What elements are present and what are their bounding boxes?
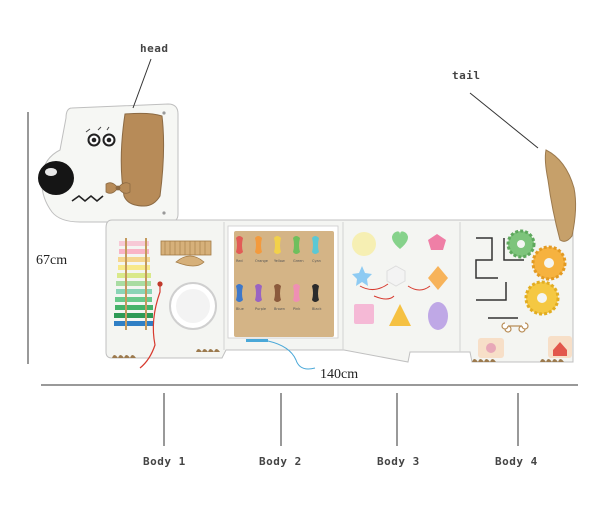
color-label: Brown <box>274 307 285 311</box>
tail-pointer <box>469 92 539 149</box>
body-2-label: Body 2 <box>259 455 302 468</box>
panel-body-1 <box>114 238 217 369</box>
dog-tail <box>544 149 577 242</box>
dog-mouth <box>71 194 104 203</box>
color-label: Red <box>236 259 243 263</box>
color-label: Blue <box>236 307 244 311</box>
body-1-label: Body 1 <box>143 455 186 468</box>
panel-body-3 <box>352 231 448 330</box>
color-slots-bottom <box>236 284 319 302</box>
height-label: 67cm <box>36 253 68 268</box>
bone-slider <box>501 322 529 333</box>
dog-ear <box>120 112 165 207</box>
tail-label: tail <box>452 69 481 82</box>
color-label: Green <box>293 259 304 263</box>
dog-nose <box>38 161 74 195</box>
color-names-bottom: Blue Purple Brown Pink Black <box>236 307 322 311</box>
color-label: Yellow <box>274 259 285 263</box>
annotation-lines <box>27 58 578 446</box>
body-4-label: Body 4 <box>495 455 538 468</box>
color-label: Cyan <box>312 259 321 263</box>
head-label: head <box>140 42 169 55</box>
width-label: 140cm <box>320 367 359 382</box>
panel-body-2: Red Orange Yellow Green Cyan Blue Purple… <box>227 225 339 370</box>
body-3-label: Body 3 <box>377 455 420 468</box>
dog-head <box>38 103 179 223</box>
color-label: Purple <box>255 307 266 311</box>
color-names-top: Red Orange Yellow Green Cyan <box>236 259 321 263</box>
pan-flute <box>160 240 212 256</box>
panel-body-4 <box>475 229 572 358</box>
head-pointer <box>132 58 152 109</box>
dog-body <box>105 219 574 363</box>
color-label: Orange <box>255 259 268 263</box>
color-label: Black <box>312 307 322 311</box>
dog-feet <box>112 349 564 362</box>
color-slots-top <box>236 236 319 254</box>
color-label: Pink <box>293 307 301 311</box>
